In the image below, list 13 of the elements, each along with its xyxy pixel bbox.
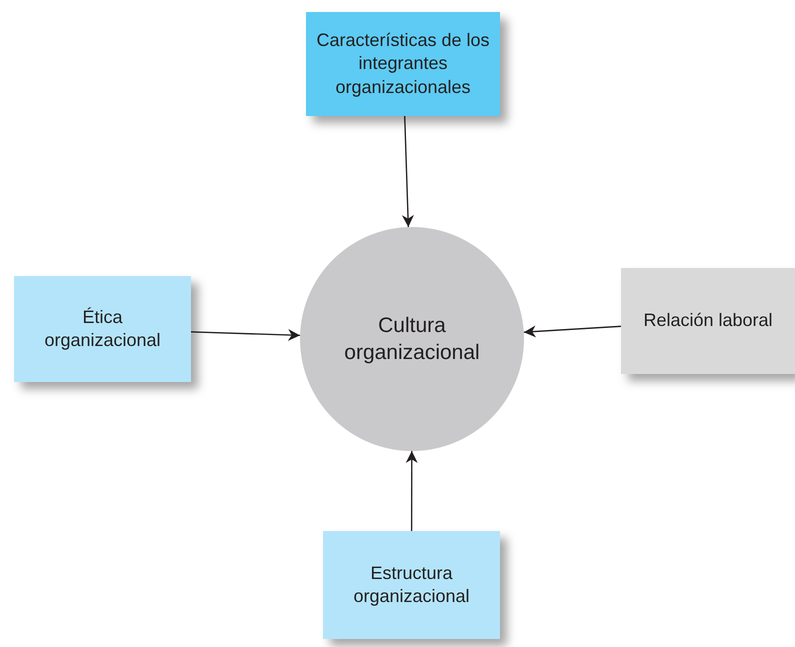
- node-label: Relación laboral: [643, 309, 773, 332]
- node-label: Cultura organizacional: [343, 312, 481, 366]
- arrow: [190, 329, 300, 341]
- factor-box: [323, 531, 500, 639]
- arrow: [402, 116, 414, 228]
- node-label: Ética organizacional: [43, 306, 162, 352]
- factor-box: [621, 268, 795, 374]
- node-label: Estructura organizacional: [352, 562, 471, 608]
- arrow: [524, 325, 622, 338]
- factor-box: [14, 276, 191, 382]
- node-label: Características de los integrantes organizacionales: [316, 28, 490, 99]
- arrow: [406, 451, 418, 531]
- factor-box: [306, 12, 500, 116]
